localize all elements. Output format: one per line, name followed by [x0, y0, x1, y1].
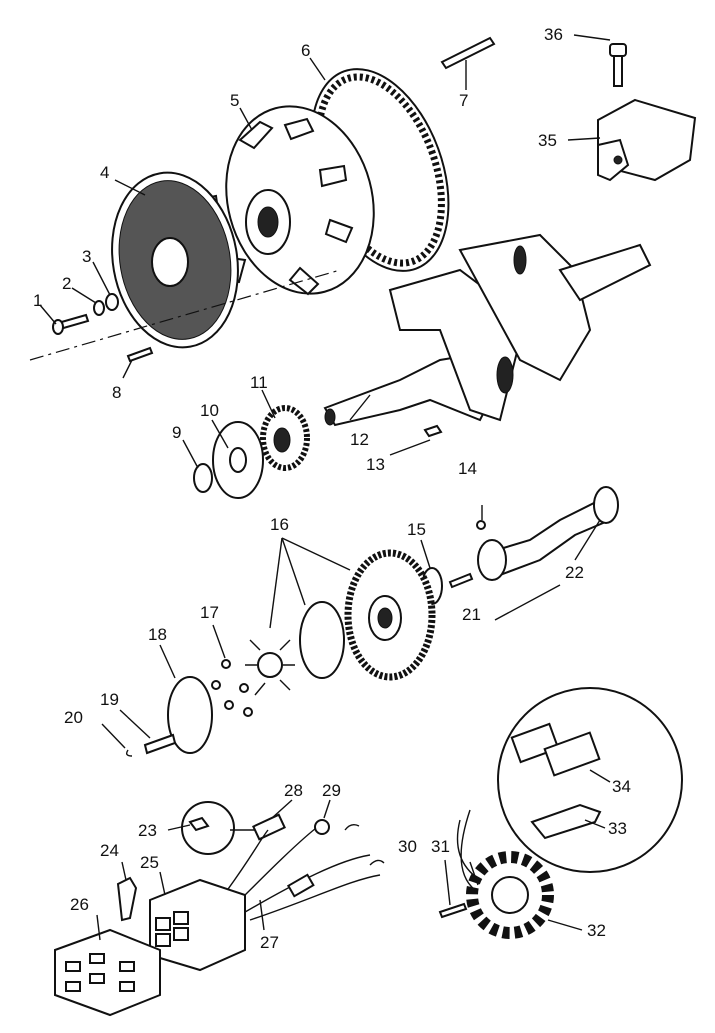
- label-13: 13: [366, 455, 385, 474]
- label-21: 21: [462, 605, 481, 624]
- connector-block-25: [149, 878, 246, 972]
- label-18: 18: [148, 625, 167, 644]
- label-10: 10: [200, 401, 219, 420]
- label-16: 16: [270, 515, 289, 534]
- stud: [143, 733, 177, 755]
- label-2: 2: [62, 274, 71, 293]
- label-33: 33: [608, 819, 627, 838]
- connector-block-26: [54, 928, 161, 1017]
- label-8: 8: [112, 383, 121, 402]
- bolt-36: [609, 43, 627, 87]
- key-7: [440, 36, 496, 70]
- crankshaft: [323, 233, 652, 427]
- label-22: 22: [565, 563, 584, 582]
- pin: [476, 520, 486, 530]
- camshaft: [477, 486, 619, 581]
- label-32: 32: [587, 921, 606, 940]
- label-5: 5: [230, 91, 239, 110]
- label-23: 23: [138, 821, 157, 840]
- label-6: 6: [301, 41, 310, 60]
- label-29: 29: [322, 781, 341, 800]
- woodruff-key: [423, 424, 443, 438]
- label-30: 30: [398, 837, 417, 856]
- label-14: 14: [458, 459, 477, 478]
- label-1: 1: [33, 291, 42, 310]
- detail-circle: [497, 687, 683, 873]
- label-7: 7: [459, 91, 468, 110]
- flywheel: [194, 105, 375, 296]
- terminal-24: [116, 876, 138, 922]
- label-19: 19: [100, 690, 119, 709]
- rectifier: [597, 98, 697, 182]
- leader-lines: [39, 34, 611, 941]
- label-26: 26: [70, 895, 89, 914]
- spacer-washer: [299, 601, 345, 679]
- label-24: 24: [100, 841, 119, 860]
- label-11: 11: [250, 373, 268, 392]
- flywheel-screen: [111, 171, 239, 349]
- governor-balls: [211, 659, 253, 717]
- label-12: 12: [350, 430, 369, 449]
- label-9: 9: [172, 423, 181, 442]
- label-15: 15: [407, 520, 426, 539]
- label-28: 28: [284, 781, 303, 800]
- label-20: 20: [64, 708, 83, 727]
- label-36: 36: [544, 25, 563, 44]
- label-4: 4: [100, 163, 109, 182]
- bolt-and-washers: [52, 293, 119, 335]
- label-35: 35: [538, 131, 557, 150]
- label-25: 25: [140, 853, 159, 872]
- callout-labels: 1 2 3 4 5 6 7 8 9 10 11 12 13 14 15 16 1…: [33, 25, 631, 952]
- label-27: 27: [260, 933, 279, 952]
- label-17: 17: [200, 603, 219, 622]
- screw-30: [438, 902, 468, 919]
- label-3: 3: [82, 247, 91, 266]
- cam-pin: [448, 572, 474, 589]
- cam-gear: [344, 549, 436, 681]
- label-34: 34: [612, 777, 631, 796]
- timing-gear-group: [193, 405, 310, 499]
- governor-cup: [167, 676, 213, 754]
- label-31: 31: [431, 837, 450, 856]
- governor-assembly: [245, 639, 295, 696]
- clip: [125, 749, 133, 757]
- screw: [126, 346, 154, 363]
